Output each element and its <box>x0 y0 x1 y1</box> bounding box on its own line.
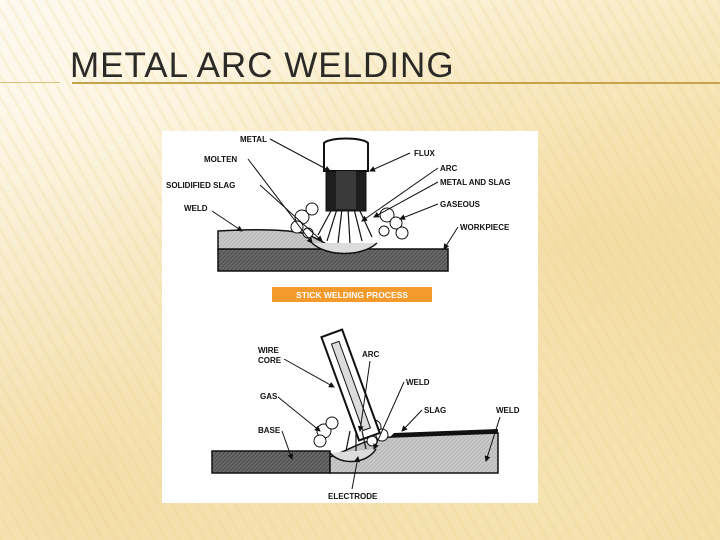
label-arc-bottom: ARC <box>362 350 380 359</box>
base-plate <box>211 450 331 474</box>
label-core: CORE <box>258 356 282 365</box>
label-arc: ARC <box>440 164 458 173</box>
label-slag: SLAG <box>424 406 446 415</box>
label-flux: FLUX <box>414 149 436 158</box>
label-metal-and-slag: METAL AND SLAG <box>440 178 511 187</box>
electrode-rod <box>323 137 369 172</box>
label-weld-mid: WELD <box>406 378 430 387</box>
wire-electrode <box>320 328 382 442</box>
process-banner <box>272 287 432 302</box>
label-weld: WELD <box>184 204 208 213</box>
core-wire <box>336 171 356 209</box>
leader-lines-top <box>211 138 459 250</box>
label-wire: WIRE <box>258 346 280 355</box>
label-gaseous: GASEOUS <box>440 200 481 209</box>
molten-pool <box>311 242 378 255</box>
arc-sparks <box>317 208 373 244</box>
title-rule-left <box>0 82 60 83</box>
label-molten: MOLTEN <box>204 155 237 164</box>
slide-title: METAL ARC WELDING <box>70 46 455 85</box>
stick-welding-illustration: METAL MOLTEN SOLIDIFIED SLAG WELD FLUX A… <box>166 135 511 272</box>
label-electrode: ELECTRODE <box>328 492 378 501</box>
label-metal: METAL <box>240 135 267 144</box>
label-workpiece: WORKPIECE <box>460 223 510 232</box>
label-gas: GAS <box>260 392 278 401</box>
label-solidified-slag: SOLIDIFIED SLAG <box>166 181 235 190</box>
label-base: BASE <box>258 426 281 435</box>
leader-lines-bottom <box>277 358 501 490</box>
process-banner-text: STICK WELDING PROCESS <box>296 290 408 300</box>
arc-bottom <box>345 430 367 452</box>
welding-diagram-svg: METAL MOLTEN SOLIDIFIED SLAG WELD FLUX A… <box>166 135 520 501</box>
welding-diagram: METAL MOLTEN SOLIDIFIED SLAG WELD FLUX A… <box>162 131 538 503</box>
gas-cloud <box>290 202 409 240</box>
title-rule <box>72 82 720 84</box>
slag-layer <box>390 429 498 437</box>
molten-pool-bottom <box>329 448 377 463</box>
flux-cored-illustration: WIRE CORE ARC WELD GAS SLAG WELD BASE EL… <box>211 328 520 501</box>
label-weld-right: WELD <box>496 406 520 415</box>
